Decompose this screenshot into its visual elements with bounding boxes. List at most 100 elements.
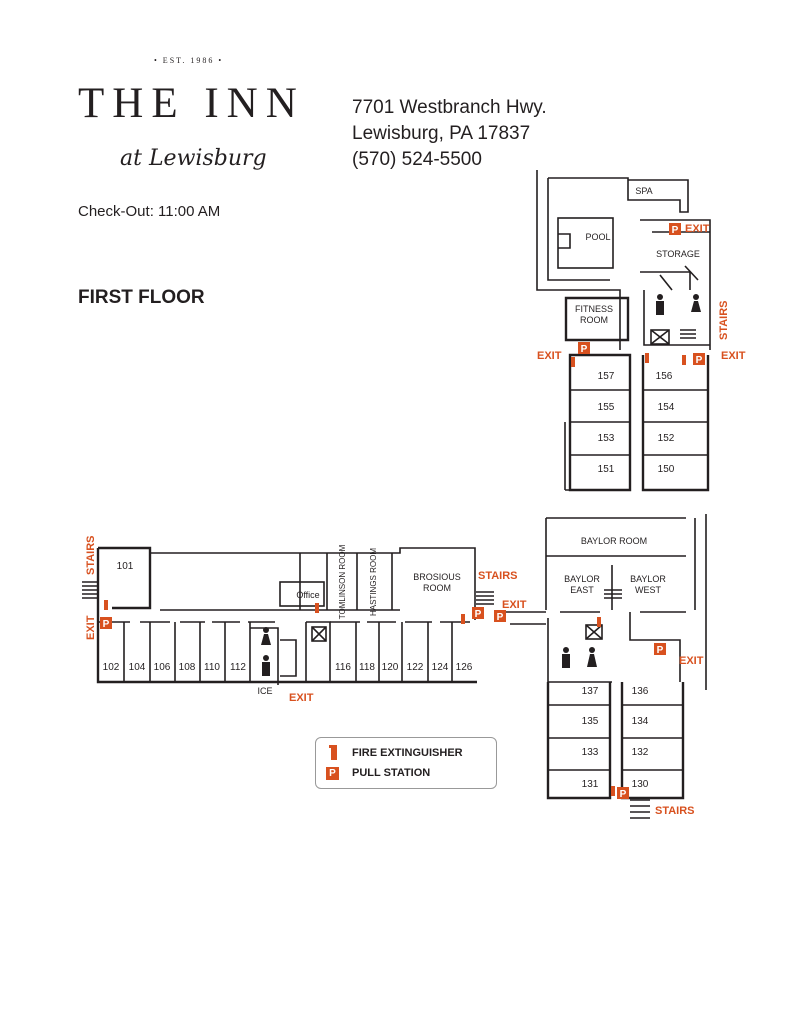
svg-text:P: P	[103, 619, 110, 630]
exit-label: EXIT	[721, 350, 746, 362]
ice-label: ICE	[257, 686, 272, 696]
room-134: 134	[632, 716, 649, 727]
room-118: 118	[359, 662, 375, 673]
svg-text:P: P	[581, 344, 588, 355]
baylor-east-label-2: EAST	[570, 585, 594, 595]
brosious-label: BROSIOUS	[413, 572, 461, 582]
legend: FIRE EXTINGUISHER P PULL STATION	[315, 737, 497, 789]
west-restroom-icons	[261, 627, 271, 676]
east-wing	[494, 514, 707, 819]
room-132: 132	[632, 747, 649, 758]
svg-text:P: P	[620, 789, 627, 800]
room-112: 112	[230, 662, 246, 673]
baylor-east-label: BAYLOR	[564, 574, 600, 584]
room-108: 108	[179, 662, 196, 673]
brosious-label-2: ROOM	[423, 583, 451, 593]
storage-label: STORAGE	[656, 249, 700, 259]
room-156: 156	[656, 371, 673, 382]
room-133: 133	[582, 747, 599, 758]
room-150: 150	[658, 464, 675, 475]
exit-label: EXIT	[537, 350, 562, 362]
room-157: 157	[598, 371, 615, 382]
svg-text:P: P	[696, 355, 703, 366]
room-155: 155	[598, 402, 615, 413]
room-124: 124	[432, 662, 449, 673]
extinguisher-marker	[461, 614, 465, 624]
room-110: 110	[204, 662, 220, 673]
room-102: 102	[103, 662, 120, 673]
address-city: Lewisburg, PA 17837	[352, 123, 531, 144]
pool-label: POOL	[585, 232, 610, 242]
north-wing	[536, 170, 711, 492]
extinguisher-marker	[682, 355, 686, 365]
pull-station-marker	[472, 607, 484, 619]
room-154: 154	[658, 402, 675, 413]
exit-labels: EXIT EXIT EXIT EXIT EXIT EXIT EXIT	[85, 223, 746, 704]
pull-station-marker	[693, 353, 705, 365]
pull-station-marker	[578, 342, 590, 354]
fire-extinguishers	[104, 353, 686, 796]
north-wing-labels: SPA POOL STORAGE FITNESS ROOM 157 156 15…	[575, 186, 700, 475]
room-106: 106	[154, 662, 171, 673]
stairs-label: STAIRS	[718, 300, 730, 340]
extinguisher-marker	[104, 600, 108, 610]
room-120: 120	[382, 662, 399, 673]
room-136: 136	[632, 686, 649, 697]
stairs-labels: STAIRS STAIRS STAIRS STAIRS	[85, 300, 730, 817]
exit-label: EXIT	[85, 615, 97, 640]
pull-station-marker	[654, 643, 666, 655]
extinguisher-marker	[611, 786, 615, 796]
exit-label: EXIT	[679, 655, 704, 667]
established-line: • EST. 1986 •	[154, 56, 224, 65]
baylor-west-label: BAYLOR	[630, 574, 666, 584]
room-135: 135	[582, 716, 599, 727]
stairs-label: STAIRS	[655, 805, 695, 817]
room-137: 137	[582, 686, 599, 697]
extinguisher-marker	[571, 357, 575, 367]
svg-text:P: P	[672, 225, 679, 236]
extinguisher-marker	[315, 603, 319, 613]
legend-extinguisher-label: FIRE EXTINGUISHER	[352, 747, 463, 759]
room-153: 153	[598, 433, 615, 444]
room-151: 151	[598, 464, 615, 475]
pull-station-marker	[669, 223, 681, 235]
room-130: 130	[632, 779, 649, 790]
exit-label: EXIT	[289, 692, 314, 704]
room-122: 122	[407, 662, 424, 673]
extinguisher-marker	[645, 353, 649, 363]
east-restroom-icons	[562, 647, 597, 668]
baylor-room-label: BAYLOR ROOM	[581, 536, 647, 546]
svg-text:P: P	[657, 645, 664, 656]
hastings-label: HASTINGS ROOM	[369, 548, 378, 616]
room-116: 116	[335, 662, 351, 673]
west-wing	[82, 546, 494, 685]
inn-name: THE INN	[78, 80, 305, 127]
fitness-label: FITNESS	[575, 304, 613, 314]
phone-number: (570) 524-5500	[352, 149, 482, 170]
room-152: 152	[658, 433, 675, 444]
room-131: 131	[582, 779, 599, 790]
pull-station-icon: P	[326, 767, 339, 780]
stairs-label: STAIRS	[85, 535, 97, 575]
room-101: 101	[117, 561, 134, 572]
pull-station-marker	[617, 787, 629, 799]
office-label: Office	[296, 590, 319, 600]
pull-stations: P P P P P P P P	[100, 223, 705, 800]
tomlinson-label: TOMLINSON ROOM	[338, 544, 347, 619]
exit-label: EXIT	[502, 599, 527, 611]
baylor-west-label-2: WEST	[635, 585, 662, 595]
address-street: 7701 Westbranch Hwy.	[352, 97, 547, 118]
checkout-time: Check-Out: 11:00 AM	[78, 203, 221, 220]
fire-extinguisher-icon	[329, 745, 337, 760]
pull-station-marker	[494, 610, 506, 622]
extinguisher-marker	[597, 617, 601, 627]
east-wing-labels: BAYLOR ROOM BAYLOR EAST BAYLOR WEST 137 …	[564, 536, 666, 790]
fitness-label-2: ROOM	[580, 315, 608, 325]
room-126: 126	[456, 662, 473, 673]
stairs-label: STAIRS	[478, 570, 518, 582]
inn-script-subtitle: at Lewisburg	[120, 146, 267, 171]
exit-label: EXIT	[685, 223, 710, 235]
svg-text:P: P	[475, 609, 482, 620]
floor-title: FIRST FLOOR	[78, 287, 205, 308]
